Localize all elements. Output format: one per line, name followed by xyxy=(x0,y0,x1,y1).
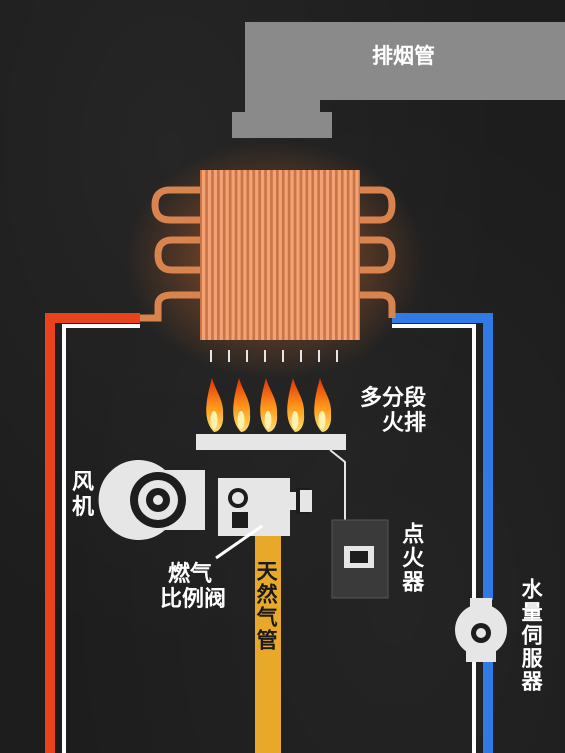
heat-exchanger-fin xyxy=(243,170,247,340)
exhaust-pipe-label: 排烟管 xyxy=(372,44,435,68)
valve-label: 燃气 比例阀 xyxy=(160,562,226,613)
valve-label-line1: 燃气 xyxy=(168,562,213,587)
heat-exchanger-pin xyxy=(246,350,248,362)
burner-label-line1: 多分段 xyxy=(360,386,427,411)
heat-exchanger-fin xyxy=(343,170,347,340)
heat-exchanger-fin xyxy=(284,170,288,340)
flame-core xyxy=(264,411,272,429)
heat-exchanger-fin xyxy=(290,170,294,340)
heat-exchanger-pin xyxy=(300,350,302,362)
cold-water-pipe xyxy=(392,313,493,753)
heat-exchanger-fin xyxy=(296,170,300,340)
heat-exchanger-pin xyxy=(318,350,320,362)
gas-pipe xyxy=(255,536,281,753)
exhaust-pipe xyxy=(232,22,565,138)
heat-exchanger-fin xyxy=(349,170,353,340)
heat-exchanger-fin xyxy=(255,170,259,340)
heat-exchanger-fin xyxy=(261,170,265,340)
heat-exchanger-pin xyxy=(282,350,284,362)
flame-icon xyxy=(233,378,251,432)
heat-exchanger xyxy=(200,170,360,340)
burner-label-line2: 火排 xyxy=(382,411,427,437)
heat-exchanger-fin xyxy=(225,170,229,340)
heat-exchanger-fin xyxy=(320,170,324,340)
fan-label: 风 机 xyxy=(72,470,94,521)
heat-exchanger-fin xyxy=(231,170,235,340)
heat-exchanger-fin xyxy=(237,170,241,340)
water-servo-icon xyxy=(455,598,507,662)
burner xyxy=(196,350,346,450)
heat-exchanger-pin xyxy=(228,350,230,362)
flame-core xyxy=(237,411,245,429)
heat-exchanger-fin xyxy=(207,170,212,340)
burner-label: 多分段 火排 xyxy=(360,386,426,437)
heat-exchanger-fin xyxy=(302,170,306,340)
heat-exchanger-fin xyxy=(249,170,253,340)
heat-exchanger-fin xyxy=(266,170,271,340)
fan-label-line2: 机 xyxy=(72,495,95,521)
fan-label-line1: 风 xyxy=(72,470,95,495)
heat-exchanger-fin xyxy=(213,170,217,340)
copper-coils xyxy=(140,186,396,322)
heat-exchanger-fin xyxy=(219,170,223,340)
heat-exchanger-fin xyxy=(355,170,359,340)
igniter-icon xyxy=(329,449,389,599)
heat-exchanger-fin xyxy=(202,170,206,340)
gas-pipe-label: 天然气管 xyxy=(254,560,279,652)
flame-icon xyxy=(314,378,332,432)
igniter-label: 点火器 xyxy=(398,522,424,594)
valve-label-line2: 比例阀 xyxy=(160,587,227,613)
flame-core xyxy=(318,411,326,429)
heat-exchanger-fin xyxy=(337,170,341,340)
valve-icon xyxy=(215,478,312,560)
flame-icon xyxy=(260,378,278,432)
fan-icon xyxy=(98,460,205,540)
heat-exchanger-fin xyxy=(278,170,282,340)
water-servo-label: 水量伺服器 xyxy=(519,578,544,693)
heat-exchanger-fin xyxy=(272,170,276,340)
flame-core xyxy=(210,411,218,429)
heat-exchanger-fin xyxy=(325,170,330,340)
flame-icon xyxy=(206,378,224,432)
hot-water-pipe xyxy=(45,313,140,753)
heat-exchanger-fin xyxy=(314,170,318,340)
flame-core xyxy=(291,411,299,429)
heat-exchanger-fin xyxy=(308,170,312,340)
flame-icon xyxy=(287,378,305,432)
heat-exchanger-pin xyxy=(336,350,338,362)
heat-exchanger-pin xyxy=(264,350,266,362)
heat-exchanger-pin xyxy=(210,350,212,362)
heat-exchanger-fin xyxy=(331,170,335,340)
